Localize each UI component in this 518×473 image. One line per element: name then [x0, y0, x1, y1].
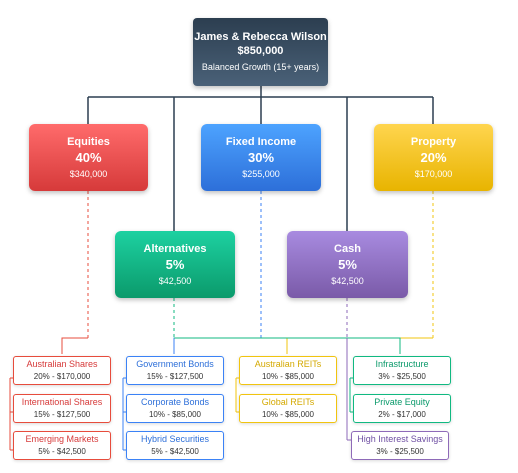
class-percent: 5% [165, 256, 185, 272]
class-percent: 5% [338, 256, 357, 272]
holding-value: 10% - $85,000 [261, 372, 315, 381]
holding-corporate-bonds[interactable]: Corporate Bonds 10% - $85,000 [126, 394, 224, 423]
holding-hybrid-securities[interactable]: Hybrid Securities 5% - $42,500 [126, 431, 224, 460]
equities-node[interactable]: Equities 40% $340,000 [29, 124, 148, 191]
holding-value: 5% - $42,500 [151, 447, 199, 456]
holding-international-shares[interactable]: International Shares 15% - $127,500 [13, 394, 111, 423]
holding-name: Emerging Markets [25, 434, 99, 444]
fixed-income-node[interactable]: Fixed Income 30% $255,000 [201, 124, 321, 191]
holding-infrastructure[interactable]: Infrastructure 3% - $25,500 [353, 356, 451, 385]
holding-emerging-markets[interactable]: Emerging Markets 5% - $42,500 [13, 431, 111, 460]
holding-value: 20% - $170,000 [33, 372, 91, 381]
holding-australian-shares[interactable]: Australian Shares 20% - $170,000 [13, 356, 111, 385]
holding-value: 3% - $25,500 [378, 372, 426, 381]
cash-node[interactable]: Cash 5% $42,500 [287, 231, 408, 298]
class-name: Equities [67, 135, 110, 148]
holding-government-bonds[interactable]: Government Bonds 15% - $127,500 [126, 356, 224, 385]
holding-global-reits[interactable]: Global REITs 10% - $85,000 [239, 394, 337, 423]
portfolio-strategy: Balanced Growth (15+ years) [201, 62, 320, 72]
holding-name: Government Bonds [136, 359, 214, 369]
class-percent: 20% [420, 149, 447, 165]
holding-value: 15% - $127,500 [146, 372, 204, 381]
holding-name: International Shares [21, 397, 103, 407]
class-name: Fixed Income [225, 135, 297, 148]
class-amount: $170,000 [414, 168, 453, 179]
alternatives-node[interactable]: Alternatives 5% $42,500 [115, 231, 235, 298]
class-name: Property [410, 135, 457, 148]
holding-name: High Interest Savings [357, 434, 443, 444]
holding-private-equity[interactable]: Private Equity 2% - $17,000 [353, 394, 451, 423]
holding-value: 2% - $17,000 [378, 410, 426, 419]
class-percent: 30% [247, 149, 275, 165]
holding-high-interest-savings[interactable]: High Interest Savings 3% - $25,500 [351, 431, 449, 460]
property-node[interactable]: Property 20% $170,000 [374, 124, 493, 191]
holding-value: 5% - $42,500 [38, 447, 86, 456]
class-name: Alternatives [143, 242, 207, 255]
holding-value: 15% - $127,500 [33, 410, 91, 419]
class-name: Cash [334, 242, 361, 255]
portfolio-total: $850,000 [237, 45, 284, 57]
holding-australian-reits[interactable]: Australian REITs 10% - $85,000 [239, 356, 337, 385]
client-root-node[interactable]: James & Rebecca Wilson $850,000 Balanced… [193, 18, 328, 86]
client-name: James & Rebecca Wilson [194, 31, 327, 43]
class-amount: $42,500 [331, 275, 364, 286]
holding-name: Australian REITs [254, 359, 322, 369]
class-amount: $340,000 [69, 168, 108, 179]
holding-value: 10% - $85,000 [261, 410, 315, 419]
holding-name: Corporate Bonds [140, 397, 210, 407]
holding-name: Hybrid Securities [140, 434, 210, 444]
holding-name: Global REITs [261, 397, 315, 407]
holding-value: 10% - $85,000 [148, 410, 202, 419]
holding-value: 3% - $25,500 [376, 447, 424, 456]
class-amount: $255,000 [242, 168, 280, 179]
holding-name: Australian Shares [26, 359, 98, 369]
holding-name: Infrastructure [375, 359, 429, 369]
class-percent: 40% [75, 149, 102, 165]
holding-name: Private Equity [374, 397, 430, 407]
class-amount: $42,500 [158, 275, 192, 286]
